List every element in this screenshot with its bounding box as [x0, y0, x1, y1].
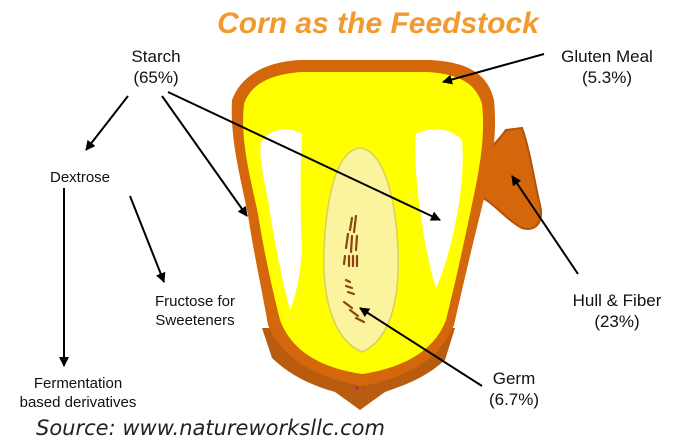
gluten-label-name: Gluten Meal	[548, 46, 666, 67]
source-caption: Source: www.natureworksllc.com	[36, 413, 385, 443]
hull-label-value: (23%)	[558, 311, 676, 332]
arrow-starch-to-dextrose	[86, 96, 128, 150]
tip-mark	[356, 387, 359, 390]
fructose-label: Fructose for Sweeteners	[136, 292, 254, 330]
hull-label: Hull & Fiber (23%)	[558, 290, 676, 332]
fermentation-label-line1: Fermentation	[4, 374, 152, 393]
fructose-label-line1: Fructose for	[136, 292, 254, 311]
tip-mark	[363, 388, 366, 391]
starch-label: Starch (65%)	[122, 46, 190, 88]
arrow-dextrose-to-fructose	[130, 196, 164, 282]
gluten-label: Gluten Meal (5.3%)	[548, 46, 666, 88]
hull-label-name: Hull & Fiber	[558, 290, 676, 311]
fructose-label-line2: Sweeteners	[136, 311, 254, 330]
gluten-label-value: (5.3%)	[548, 67, 666, 88]
starch-label-value: (65%)	[122, 67, 190, 88]
germ-label-name: Germ	[474, 368, 554, 389]
fermentation-label-line2: based derivatives	[4, 393, 152, 410]
germ-label: Germ (6.7%)	[474, 368, 554, 410]
dextrose-label: Dextrose	[38, 168, 122, 187]
starch-label-name: Starch	[122, 46, 190, 67]
page-title: Corn as the Feedstock	[168, 6, 588, 42]
fermentation-label: Fermentation based derivatives	[4, 374, 152, 410]
germ-label-value: (6.7%)	[474, 389, 554, 410]
